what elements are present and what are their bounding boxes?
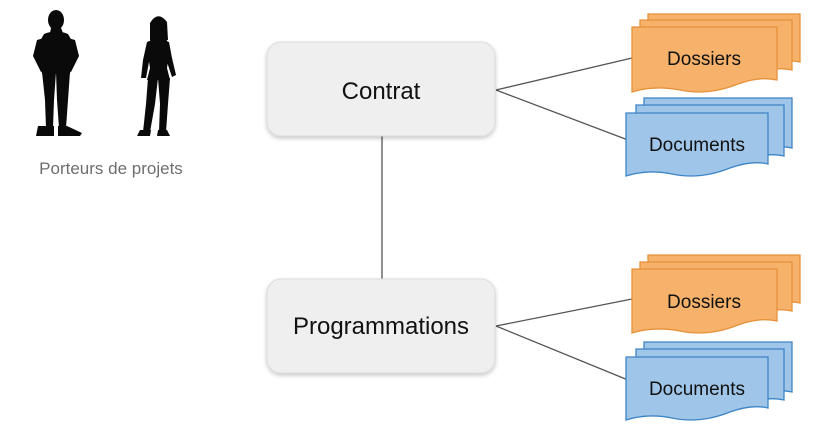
stack-programmations-dossiers[interactable]: Dossiers <box>631 254 801 334</box>
porteurs-group: Porteurs de projets <box>33 10 183 178</box>
stack-programmations-documents[interactable]: Documents <box>625 341 793 421</box>
connectors <box>381 57 633 381</box>
woman-silhouette-icon <box>137 16 176 136</box>
stack-contrat-dossiers-label: Dossiers <box>667 49 741 70</box>
connector-programmations-documents <box>495 325 629 381</box>
stack-contrat-documents-label: Documents <box>649 135 745 156</box>
node-contrat-label: Contrat <box>342 78 421 105</box>
stack-programmations-dossiers-label: Dossiers <box>667 292 741 313</box>
node-programmations-label: Programmations <box>293 313 469 340</box>
stack-contrat-documents[interactable]: Documents <box>625 97 793 177</box>
stack-programmations-documents-label: Documents <box>649 379 745 400</box>
connector-contrat-documents <box>495 89 629 141</box>
node-programmations[interactable]: Programmations <box>266 278 496 374</box>
porteurs-caption: Porteurs de projets <box>39 159 183 178</box>
connector-programmations-dossiers <box>495 298 633 327</box>
node-contrat[interactable]: Contrat <box>266 41 496 137</box>
stack-contrat-dossiers[interactable]: Dossiers <box>631 13 801 93</box>
man-silhouette-icon <box>33 10 82 136</box>
connector-contrat-dossiers <box>495 57 633 91</box>
